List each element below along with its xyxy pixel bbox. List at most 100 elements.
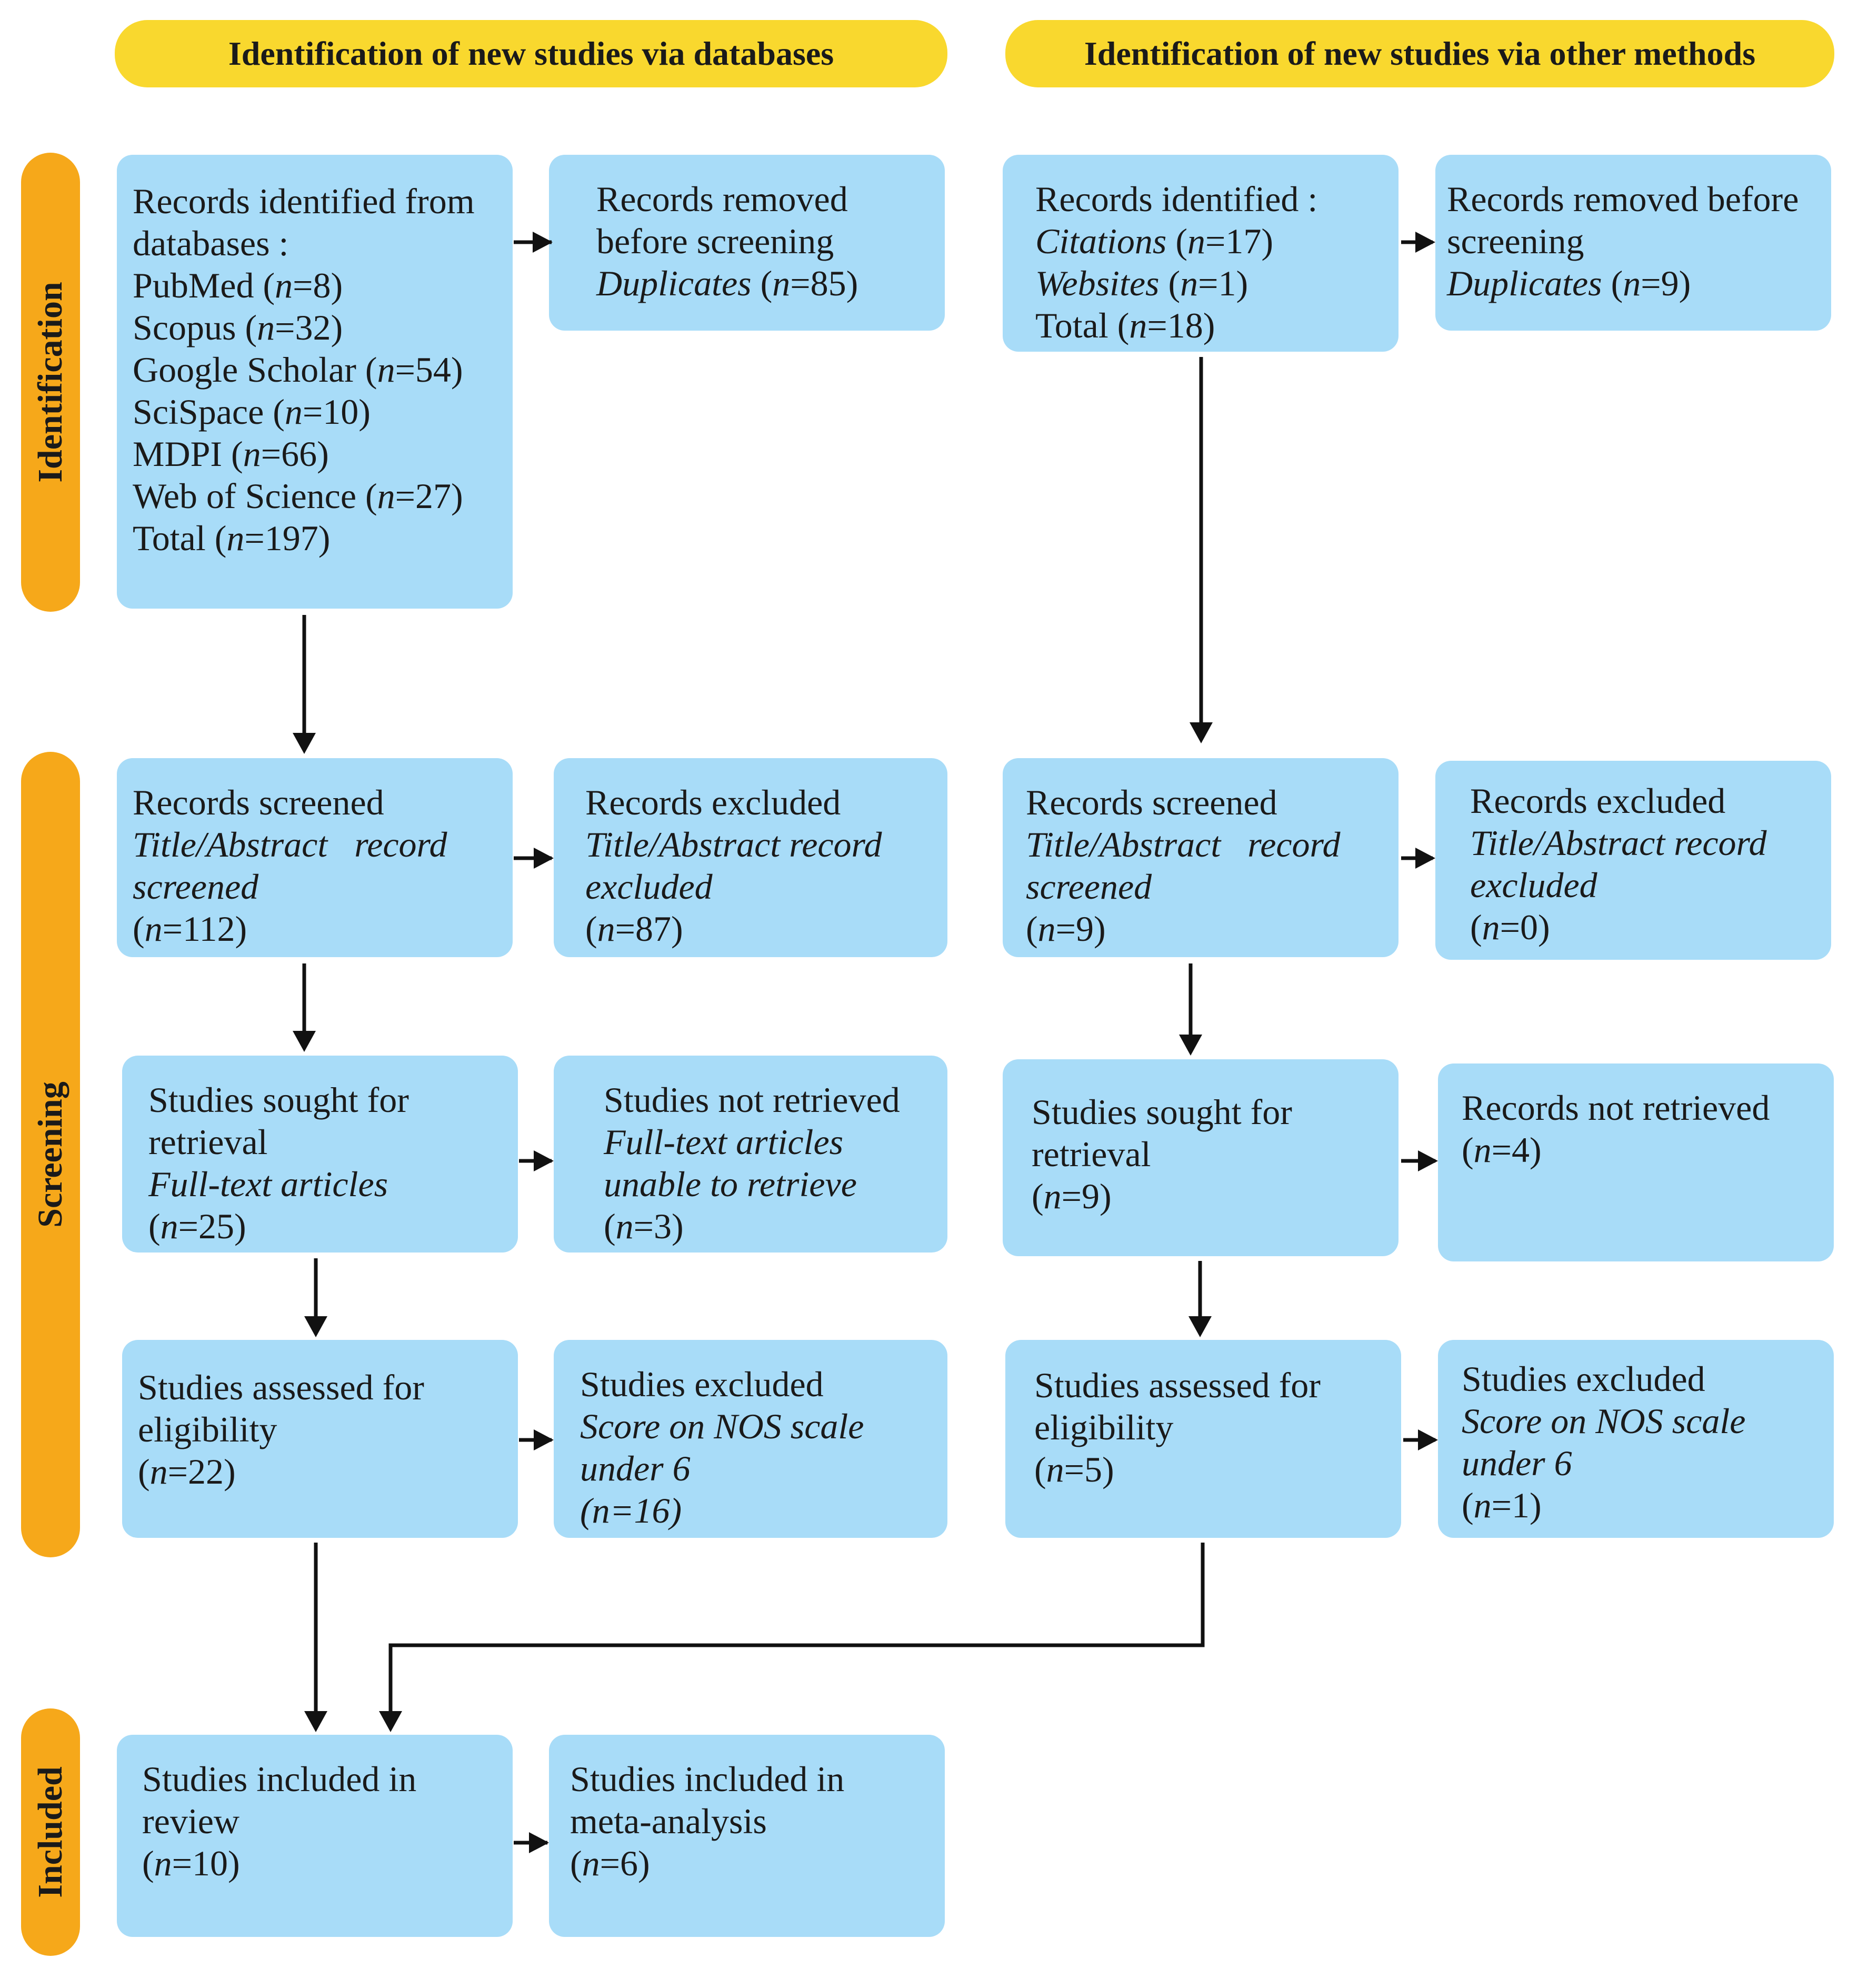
arrowhead bbox=[529, 1832, 549, 1853]
text: Records excluded bbox=[585, 782, 841, 822]
box-other-assessed: Studies assessed for eligibility (n=5) bbox=[1005, 1340, 1401, 1538]
text: eligibility bbox=[1034, 1407, 1174, 1447]
text: Studies sought for bbox=[1032, 1092, 1292, 1132]
source-count: 8 bbox=[313, 265, 331, 305]
text: screened bbox=[133, 867, 259, 907]
count: 0 bbox=[1520, 907, 1539, 947]
source-count: 17 bbox=[1225, 221, 1262, 261]
text: Full-text articles bbox=[148, 1164, 388, 1204]
arrowhead bbox=[304, 1711, 327, 1732]
source-name: MDPI bbox=[133, 434, 223, 474]
text: under 6 bbox=[580, 1448, 691, 1488]
source-name: PubMed bbox=[133, 265, 254, 305]
source-count: 1 bbox=[1218, 263, 1236, 303]
source-count: 18 bbox=[1167, 305, 1203, 345]
source-name: SciSpace bbox=[133, 392, 264, 432]
text: Studies included in bbox=[570, 1759, 845, 1799]
text: under 6 bbox=[1462, 1443, 1572, 1483]
box-other-studies-excluded: Studies excluded Score on NOS scale unde… bbox=[1438, 1340, 1834, 1538]
box-db-sought: Studies sought for retrieval Full-text a… bbox=[122, 1056, 518, 1253]
text: Studies assessed for bbox=[138, 1367, 424, 1407]
arrowhead bbox=[304, 1316, 327, 1337]
text: Title/Abstract record bbox=[1026, 824, 1341, 864]
count: 10 bbox=[192, 1843, 228, 1883]
box-other-excluded: Records excluded Title/Abstract record e… bbox=[1435, 761, 1831, 960]
box-db-excluded: Records excluded Title/Abstract record e… bbox=[554, 758, 947, 957]
text: Score on NOS scale bbox=[1462, 1401, 1746, 1441]
source-item: Websites (n=1) bbox=[1035, 263, 1248, 303]
text: Studies sought for bbox=[148, 1080, 409, 1120]
header-other-text: Identification of new studies via other … bbox=[1084, 35, 1756, 72]
box-included-review: Studies included in review (n=10) bbox=[117, 1735, 513, 1937]
box-db-removed: Records removed before screening Duplica… bbox=[549, 155, 945, 331]
count: 9 bbox=[1661, 263, 1679, 303]
count: 3 bbox=[654, 1206, 672, 1246]
count: 87 bbox=[635, 909, 672, 949]
count: 9 bbox=[1076, 909, 1094, 949]
text: Studies excluded bbox=[580, 1364, 824, 1404]
count: 25 bbox=[198, 1206, 235, 1246]
source-item: Total (n=18) bbox=[1035, 305, 1215, 345]
box-db-not-retrieved: Studies not retrieved Full-text articles… bbox=[554, 1056, 947, 1253]
count: 5 bbox=[1084, 1449, 1103, 1489]
arrowhead bbox=[534, 1429, 554, 1450]
box-included-meta: Studies included in meta-analysis (n=6) bbox=[549, 1735, 945, 1937]
text: databases : bbox=[133, 223, 289, 263]
text: Studies excluded bbox=[1462, 1359, 1705, 1399]
count: 9 bbox=[1082, 1176, 1100, 1216]
text: Records screened bbox=[1026, 782, 1277, 822]
source-count: 10 bbox=[323, 392, 359, 432]
source-name: Total bbox=[1035, 305, 1108, 345]
box-other-removed: Records removed before screening Duplica… bbox=[1435, 155, 1831, 331]
text: screening bbox=[1447, 221, 1584, 261]
arrowhead bbox=[379, 1711, 402, 1732]
text: Records identified : bbox=[1035, 179, 1318, 219]
box-db-screened: Records screened Title/Abstract record s… bbox=[117, 758, 513, 957]
source-count: 197 bbox=[264, 518, 318, 558]
text: eligibility bbox=[138, 1409, 277, 1449]
box-other-screened: Records screened Title/Abstract record s… bbox=[1003, 758, 1399, 957]
text: Title/Abstract record bbox=[133, 824, 447, 864]
source-count: 27 bbox=[415, 476, 452, 516]
count: 6 bbox=[620, 1843, 638, 1883]
source-item: PubMed (n=8) bbox=[133, 265, 343, 305]
text: retrieval bbox=[1032, 1134, 1151, 1174]
source-name: Total bbox=[133, 518, 206, 558]
text: meta-analysis bbox=[570, 1801, 767, 1841]
connector-other-to-review bbox=[388, 1543, 1205, 1717]
box-db-studies-excluded: Studies excluded Score on NOS scale unde… bbox=[554, 1340, 947, 1538]
text: review bbox=[142, 1801, 240, 1841]
arrowhead bbox=[293, 733, 316, 754]
count: 16 bbox=[634, 1490, 670, 1530]
phase-screening: Screening bbox=[21, 752, 80, 1557]
count: 112 bbox=[183, 909, 235, 949]
text: retrieval bbox=[148, 1122, 268, 1162]
text: unable to retrieve bbox=[604, 1164, 857, 1204]
text: Records identified from bbox=[133, 181, 475, 221]
text: Records screened bbox=[133, 782, 384, 822]
text: excluded bbox=[585, 867, 713, 907]
arrowhead bbox=[1415, 848, 1435, 869]
arrowhead bbox=[533, 232, 553, 253]
source-name: Google Scholar bbox=[133, 350, 356, 390]
text: before screening bbox=[596, 221, 834, 261]
source-item: Google Scholar (n=54) bbox=[133, 350, 463, 390]
text: Title/Abstract record bbox=[585, 824, 882, 864]
source-item: SciSpace (n=10) bbox=[133, 392, 371, 432]
box-other-identified: Records identified : Citations (n=17) We… bbox=[1003, 155, 1399, 352]
source-name: Citations bbox=[1035, 221, 1167, 261]
text: Full-text articles bbox=[604, 1122, 844, 1162]
source-item: Scopus (n=32) bbox=[133, 307, 343, 347]
count: 22 bbox=[188, 1452, 224, 1492]
text: Duplicates bbox=[596, 263, 752, 303]
box-other-not-retrieved: Records not retrieved (n=4) bbox=[1438, 1063, 1834, 1261]
box-db-identified: Records identified from databases : PubM… bbox=[117, 155, 513, 609]
arrowhead bbox=[1415, 232, 1435, 253]
source-item: Citations (n=17) bbox=[1035, 221, 1274, 261]
text: screened bbox=[1026, 867, 1152, 907]
source-name: Websites bbox=[1035, 263, 1160, 303]
arrowhead bbox=[1188, 1316, 1212, 1337]
count: 1 bbox=[1512, 1485, 1530, 1525]
source-name: Web of Science bbox=[133, 476, 356, 516]
arrowhead bbox=[1179, 1035, 1202, 1056]
